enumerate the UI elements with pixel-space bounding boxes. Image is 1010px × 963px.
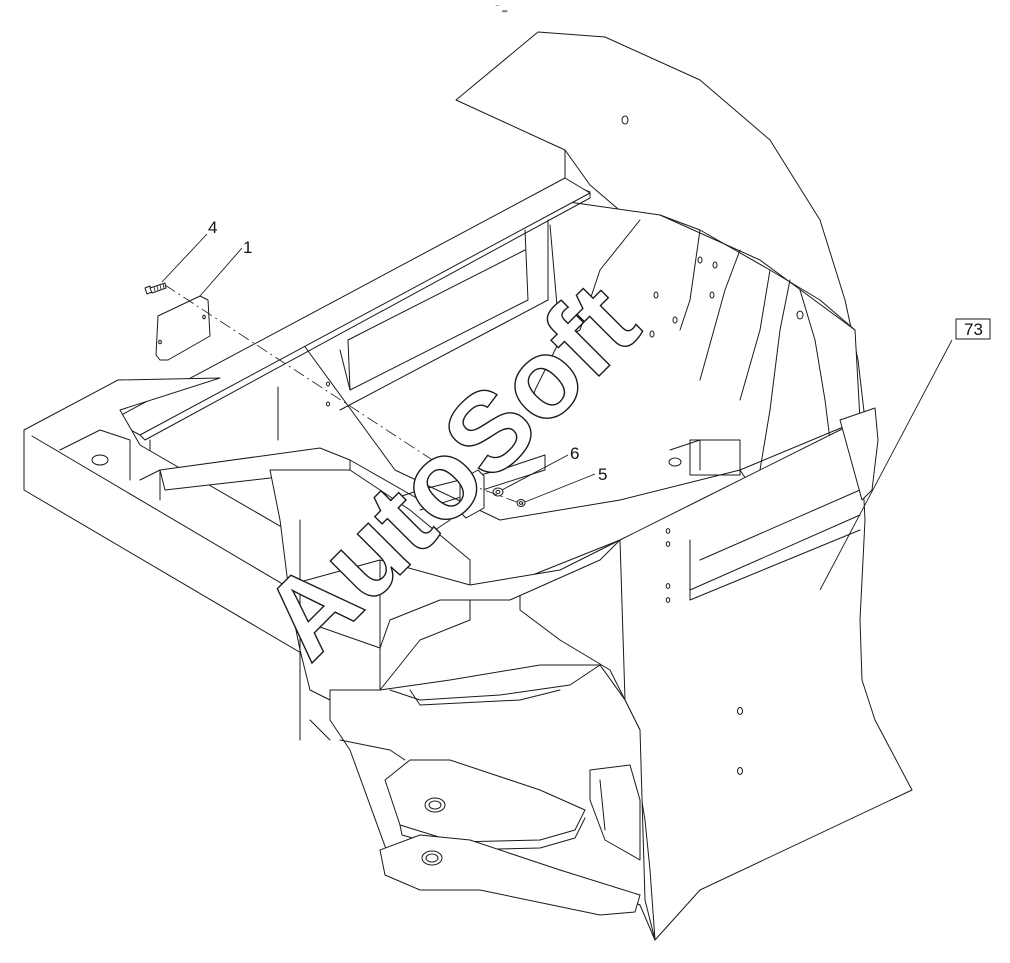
right-side-plate <box>519 419 913 941</box>
nut-icon <box>516 499 526 507</box>
leader-6 <box>501 454 569 491</box>
frame-assembly <box>23 31 913 941</box>
callout-4: 4 <box>208 218 217 237</box>
center-line <box>164 284 461 479</box>
callout-5: 5 <box>598 465 607 484</box>
lower-bracket-lower <box>379 834 641 916</box>
leader-5 <box>524 473 596 503</box>
cross-brace <box>159 447 451 541</box>
lower-bracket-upper <box>384 759 586 843</box>
leader-73 <box>819 339 953 591</box>
leader-4 <box>161 233 208 283</box>
callout-1: 1 <box>243 238 252 257</box>
callout-73-box <box>955 318 991 340</box>
cover-plate <box>155 295 211 361</box>
leader-1 <box>199 247 243 297</box>
callout-6: 6 <box>570 444 579 463</box>
callout-73: 73 <box>964 320 983 339</box>
washer-nut-assembly <box>459 469 526 519</box>
top-mark: ⁻ ‗ <box>495 2 508 12</box>
cover-plate-assembly <box>144 282 211 361</box>
bolt-icon <box>144 282 167 295</box>
